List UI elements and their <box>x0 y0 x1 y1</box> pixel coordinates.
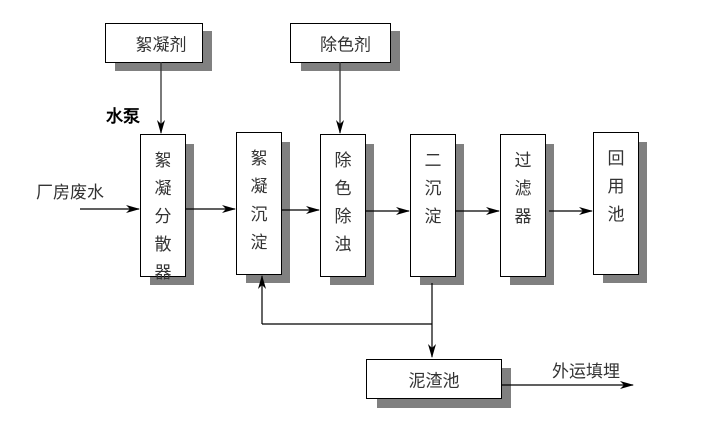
secondary-sedimentation-label: 二沉淀 <box>411 147 455 231</box>
flocculation-disperser-unit: 絮凝分散器 <box>140 134 186 283</box>
flocculant-box: 絮凝剂 <box>105 23 203 63</box>
unit-label-char: 凝 <box>250 177 268 197</box>
reuse-pool-unit: 回用池 <box>593 132 639 275</box>
flocculation-disperser-label: 絮凝分散器 <box>141 147 185 287</box>
unit-label-char: 过 <box>514 151 532 171</box>
decolor-deturbid-label: 除色除浊 <box>321 147 365 259</box>
unit-label-char: 沉 <box>424 179 442 199</box>
unit-label-char: 淀 <box>250 233 268 253</box>
decolor-deturbid-unit: 除色除浊 <box>320 134 366 277</box>
unit-label-char: 回 <box>607 149 625 169</box>
unit-label-char: 除 <box>334 207 352 227</box>
unit-label-char: 除 <box>334 151 352 171</box>
pump-label: 水泵 <box>106 107 140 127</box>
unit-label-char: 凝 <box>154 179 172 199</box>
unit-label-char: 色 <box>334 179 352 199</box>
filter-unit: 过滤器 <box>500 134 546 277</box>
unit-label-char: 沉 <box>250 205 268 225</box>
filter-label: 过滤器 <box>501 147 545 231</box>
unit-label-char: 淀 <box>424 207 442 227</box>
unit-label-char: 二 <box>424 151 442 171</box>
secondary-sedimentation-unit: 二沉淀 <box>410 134 456 277</box>
disposal-label: 外运填埋 <box>552 362 620 382</box>
flocculation-sedimentation-unit: 絮凝沉淀 <box>236 132 282 275</box>
unit-label-char: 浊 <box>334 235 352 255</box>
flocculant-label: 絮凝剂 <box>135 35 187 56</box>
reuse-pool-label: 回用池 <box>594 145 638 229</box>
unit-label-char: 器 <box>514 207 532 227</box>
unit-label-char: 分 <box>154 207 172 227</box>
sludge-pool-label: 泥渣池 <box>408 371 460 392</box>
unit-label-char: 散 <box>154 235 172 255</box>
unit-label-char: 絮 <box>250 149 268 169</box>
unit-label-char: 池 <box>607 205 625 225</box>
decolorant-label: 除色剂 <box>320 35 371 56</box>
unit-label-char: 滤 <box>514 179 532 199</box>
flocculation-sedimentation-label: 絮凝沉淀 <box>237 145 281 257</box>
unit-label-char: 絮 <box>154 151 172 171</box>
sludge-pool-box: 泥渣池 <box>366 359 502 399</box>
unit-label-char: 用 <box>607 177 625 197</box>
decolorant-box: 除色剂 <box>290 23 391 63</box>
unit-label-char: 器 <box>154 263 172 283</box>
source-label: 厂房废水 <box>36 183 104 203</box>
